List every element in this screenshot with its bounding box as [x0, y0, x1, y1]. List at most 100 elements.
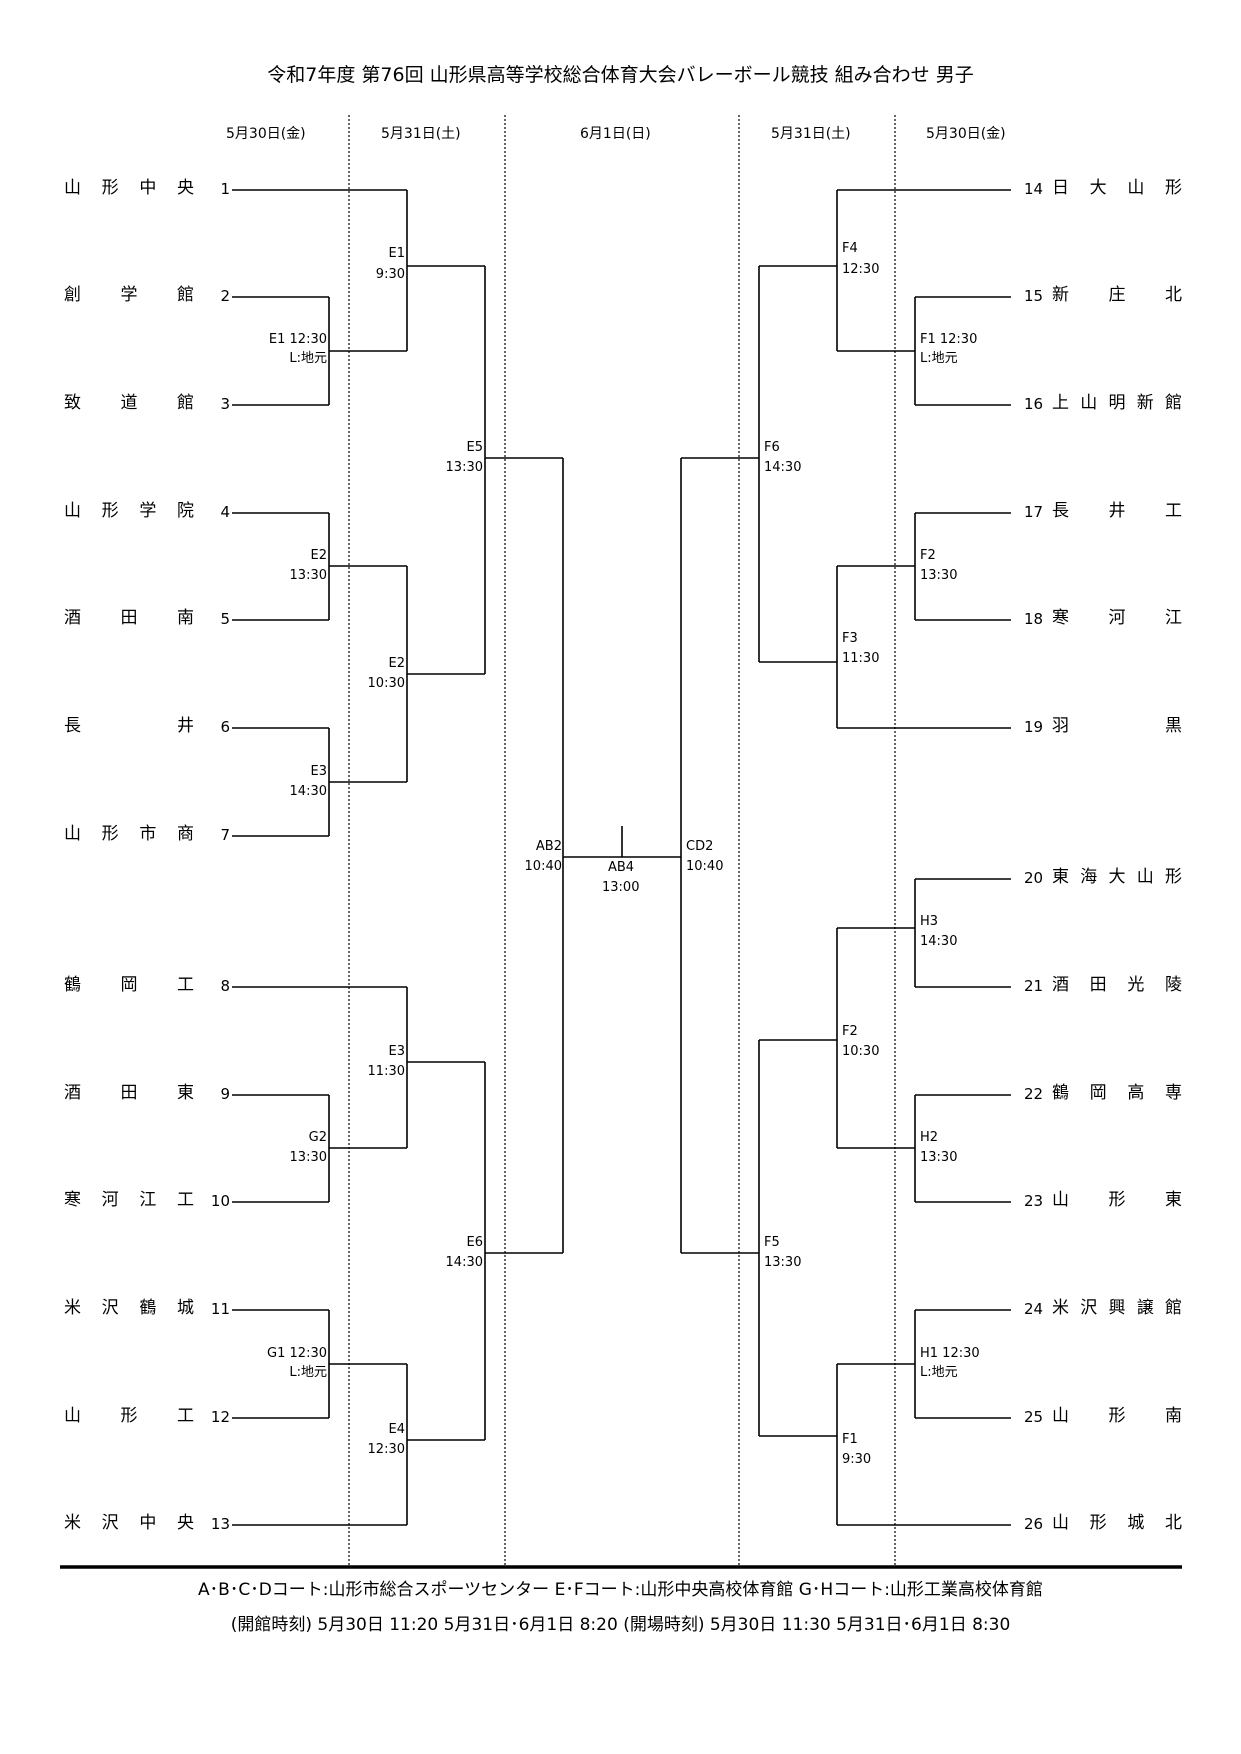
match-court: E3 [310, 764, 328, 779]
team-seed: 7 [220, 826, 230, 844]
match-note: L:地元 [920, 351, 958, 366]
team-seed: 14 [1024, 180, 1044, 198]
team-name: 長井工 [1052, 501, 1182, 521]
team-name: 上山明新館 [1052, 393, 1182, 413]
match-time: 14:30 [289, 784, 327, 799]
team-name: 山形中央 [64, 178, 194, 198]
match-note: L:地元 [289, 1365, 327, 1380]
page-title: 令和7年度 第76回 山形県高等学校総合体育大会バレーボール競技 組み合わせ 男… [267, 64, 974, 86]
team-name: 米沢鶴城 [64, 1298, 194, 1318]
match-time: 10:40 [686, 859, 724, 874]
match-time: 10:40 [524, 859, 562, 874]
team-seed: 6 [220, 718, 230, 736]
match-time: 13:30 [289, 1150, 327, 1165]
team-name: 寒河江 [1052, 608, 1182, 628]
team-name: 羽黒 [1052, 716, 1182, 736]
team-name: 米沢興譲館 [1052, 1298, 1182, 1318]
footer-courts: A･B･C･Dコート:山形市総合スポーツセンター E･Fコート:山形中央高校体育… [198, 1580, 1043, 1600]
match-court: H2 [920, 1130, 939, 1145]
match-time: 13:30 [920, 1150, 958, 1165]
team-name: 寒河江工 [64, 1190, 194, 1210]
match-time: 10:30 [842, 1044, 880, 1059]
match-time: 13:30 [289, 568, 327, 583]
match-court: F3 [842, 631, 858, 646]
team-seed: 15 [1024, 287, 1044, 305]
team-seed: 25 [1024, 1408, 1044, 1426]
match-label: E1 12:30 [268, 332, 327, 347]
match-court: F6 [764, 440, 780, 455]
team-name: 米沢中央 [64, 1513, 194, 1533]
match-time: 14:30 [764, 460, 802, 475]
date-header-right-r1: 5月30日(金) [926, 126, 1006, 142]
team-name: 山形学院 [64, 501, 194, 521]
match-court: E2 [310, 548, 328, 563]
date-header-right-r2: 5月31日(土) [771, 126, 851, 142]
team-name: 致道館 [64, 393, 194, 413]
match-time: 11:30 [367, 1064, 405, 1079]
team-name: 山形東 [1052, 1190, 1182, 1210]
match-court: CD2 [686, 839, 714, 854]
team-seed: 3 [220, 395, 230, 413]
match-court: E2 [388, 656, 406, 671]
team-seed: 20 [1024, 869, 1044, 887]
team-seed: 22 [1024, 1085, 1044, 1103]
match-court: E4 [388, 1422, 406, 1437]
team-name: 東海大山形 [1052, 867, 1182, 887]
team-seed: 5 [220, 610, 230, 628]
match-court: H3 [920, 914, 939, 929]
date-header-final: 6月1日(日) [580, 126, 651, 142]
match-court: E3 [388, 1044, 406, 1059]
match-note: L:地元 [289, 351, 327, 366]
match-court: F2 [920, 548, 936, 563]
match-court: F4 [842, 241, 858, 256]
match-time: 13:30 [764, 1255, 802, 1270]
team-seed: 12 [210, 1408, 230, 1426]
team-seed: 8 [220, 977, 230, 995]
match-court: F5 [764, 1235, 780, 1250]
team-name: 山形城北 [1052, 1513, 1182, 1533]
match-time: 13:30 [920, 568, 958, 583]
team-name: 山形市商 [64, 824, 194, 844]
team-seed: 11 [210, 1300, 230, 1318]
team-seed: 21 [1024, 977, 1044, 995]
team-seed: 9 [220, 1085, 230, 1103]
match-court: F1 [842, 1432, 858, 1447]
match-court: F2 [842, 1024, 858, 1039]
match-court: E5 [466, 440, 484, 455]
team-seed: 13 [210, 1515, 230, 1533]
team-seed: 23 [1024, 1192, 1044, 1210]
match-court: AB2 [535, 839, 562, 854]
team-seed: 17 [1024, 503, 1044, 521]
team-seed: 18 [1024, 610, 1044, 628]
match-time: 12:30 [842, 262, 880, 277]
team-name: 創学館 [64, 285, 194, 305]
match-time: 14:30 [445, 1255, 483, 1270]
final-court: AB4 [608, 860, 635, 875]
team-seed: 19 [1024, 718, 1044, 736]
date-header-left-r1: 5月30日(金) [226, 126, 306, 142]
team-name: 鶴岡高専 [1052, 1083, 1182, 1103]
date-header-left-r2: 5月31日(土) [381, 126, 461, 142]
team-seed: 4 [220, 503, 230, 521]
final-time: 13:00 [602, 880, 640, 895]
team-name: 山形南 [1052, 1406, 1182, 1426]
match-time: 10:30 [367, 676, 405, 691]
match-court: G2 [308, 1130, 327, 1145]
match-time: 13:30 [445, 460, 483, 475]
team-name: 日大山形 [1052, 178, 1182, 198]
match-court: E6 [466, 1235, 484, 1250]
team-name: 山形工 [64, 1406, 194, 1426]
team-seed: 10 [210, 1192, 230, 1210]
match-time: 9:30 [375, 267, 405, 282]
team-name: 酒田東 [64, 1083, 194, 1103]
match-court: E1 [388, 246, 406, 261]
team-name: 酒田南 [64, 608, 194, 628]
match-time: 12:30 [367, 1442, 405, 1457]
team-seed: 1 [220, 180, 230, 198]
match-note: L:地元 [920, 1365, 958, 1380]
team-name: 新庄北 [1052, 285, 1182, 305]
team-seed: 2 [220, 287, 230, 305]
match-time: 11:30 [842, 651, 880, 666]
team-seed: 16 [1024, 395, 1044, 413]
